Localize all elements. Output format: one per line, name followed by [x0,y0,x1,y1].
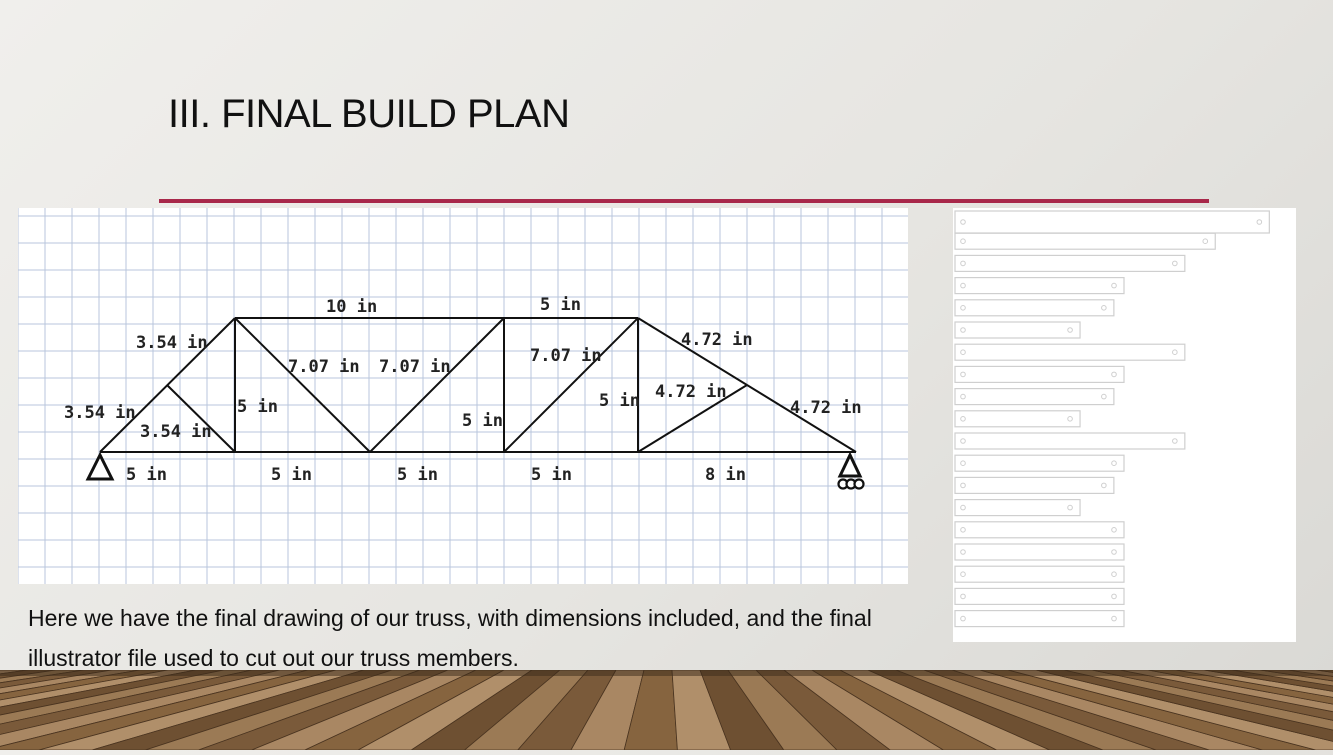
cut-piece-hole [1101,482,1107,489]
cut-piece-hole [960,593,966,600]
title-accent-rule [159,199,1209,203]
cut-piece-hole [960,327,966,333]
diag-member-3 [503,317,639,453]
cut-piece-hole [1111,282,1117,289]
cut-piece-outline [954,388,1115,406]
wood-floor-svg [0,669,1333,751]
cut-piece-hole [1202,238,1209,245]
label-vertical-3: 5 in [462,411,503,431]
cut-piece-hole [1172,438,1178,444]
label-bottom-5: 8 in [705,465,746,485]
label-top-right: 5 in [540,295,581,315]
cut-piece-outline [954,254,1186,273]
floor-edge-shadow [0,670,1333,676]
cut-piece-hole [960,571,966,578]
cut-piece-hole [960,460,966,466]
cut-piece-hole [1067,504,1073,511]
cut-piece-outline [954,232,1216,250]
cut-piece-outline [954,365,1125,383]
cut-piece-hole [960,393,966,400]
label-diag-2: 7.07 in [379,357,451,377]
label-diag-1: 7.07 in [288,357,360,377]
cut-piece-hole [1101,393,1107,400]
cut-piece-hole [960,438,966,444]
illustrator-cut-file [953,208,1296,642]
cut-piece-hole [960,549,966,555]
diag-member-2 [369,317,505,453]
cut-piece-hole [1111,593,1117,600]
left-inner-diag-member [166,384,236,453]
label-bottom-3: 5 in [397,465,438,485]
right-inner-diag-member [637,384,748,453]
truss-members [99,317,857,453]
cut-piece-outline [954,565,1125,583]
cut-piece-hole [1067,327,1073,333]
cut-piece-hole [960,371,966,378]
cut-piece-hole [1111,571,1117,578]
cut-piece-outline [954,587,1125,605]
truss-diagram-svg: 10 in 5 in 3.54 in 3.54 in 3.54 in 5 in … [18,208,908,584]
cut-piece-outline [954,543,1125,561]
cut-piece-hole [1111,527,1117,533]
cut-piece-outline [954,321,1081,339]
roller-support-icon [837,451,865,490]
cut-piece-outline [954,521,1125,539]
cut-piece-hole [1101,305,1107,311]
cut-piece-hole [1172,260,1178,267]
label-right-outer-diag: 4.72 in [790,398,862,418]
cut-piece-hole [960,219,966,225]
pin-support-icon [85,451,115,481]
cut-piece-outline [954,410,1081,428]
label-diag-3: 7.07 in [530,346,602,366]
label-left-outer-diag: 3.54 in [64,403,136,423]
label-right-inner-diag: 4.72 in [655,382,727,402]
cut-piece-hole [960,260,966,267]
label-bottom-1: 5 in [126,465,167,485]
cut-piece-hole [960,416,966,422]
cut-piece-hole [1172,349,1178,355]
cut-piece-outline [954,210,1270,234]
label-bottom-2: 5 in [271,465,312,485]
cut-piece-outline [954,610,1125,628]
cut-piece-hole [960,527,966,533]
cut-piece-outline [954,343,1186,361]
cut-file-svg [954,210,1270,628]
cut-piece-hole [960,238,966,245]
cut-piece-hole [1111,549,1117,555]
graph-paper-grid [18,208,908,584]
cut-piece-hole [1067,416,1073,422]
dimension-labels: 10 in 5 in 3.54 in 3.54 in 3.54 in 5 in … [64,295,862,485]
cut-piece-hole [960,615,966,622]
cut-piece-hole [960,282,966,289]
diag-member-1 [234,317,371,453]
label-bottom-4: 5 in [531,465,572,485]
cut-piece-outline [954,276,1125,295]
cut-piece-outline [954,499,1081,517]
label-vertical-4: 5 in [599,391,640,411]
cut-piece-outline [954,432,1186,450]
label-top-left: 10 in [326,297,377,317]
label-left-inner-diag: 3.54 in [140,422,212,442]
cut-piece-outline [954,454,1125,472]
cut-piece-hole [960,349,966,355]
cut-piece-hole [1111,371,1117,378]
cut-piece-hole [960,504,966,511]
truss-drawing: 10 in 5 in 3.54 in 3.54 in 3.54 in 5 in … [18,208,908,584]
cut-piece-hole [960,305,966,311]
cut-piece-hole [1111,460,1117,466]
label-right-upper-diag: 4.72 in [681,330,753,350]
label-vertical-1: 5 in [237,397,278,417]
cut-piece-outline [954,476,1115,494]
slide-caption: Here we have the final drawing of our tr… [28,605,872,671]
wood-floor-background [0,669,1333,751]
label-left-upper-diag: 3.54 in [136,333,208,353]
cut-piece-hole [1111,615,1117,622]
cut-piece-hole [960,482,966,489]
cut-piece-hole [1256,219,1263,225]
slide-title: III. FINAL BUILD PLAN [168,92,570,136]
cut-piece-outline [954,299,1115,317]
